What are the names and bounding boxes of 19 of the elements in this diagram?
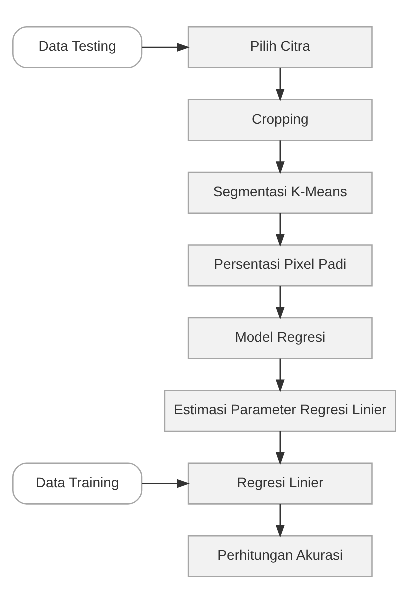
arrow [276,213,285,248]
arrow [276,140,285,174]
node-box: Data Testing [12,26,143,69]
node-box: Estimasi Parameter Regresi Linier [164,390,396,432]
node-box: Data Training [12,462,143,505]
node-box: Persentasi Pixel Padi [188,244,373,287]
node-box: Perhitungan Akurasi [188,535,373,578]
node-box: Pilih Citra [188,26,373,69]
node-box: Cropping [188,99,373,142]
node-box: Regresi Linier [188,462,373,505]
arrow [142,43,190,52]
arrow [276,432,285,466]
arrow [276,504,285,538]
arrow [276,286,285,320]
node-box: Model Regresi [188,317,373,360]
arrow [276,358,285,393]
node-box: Segmentasi K-Means [188,172,373,214]
arrow [276,68,285,102]
arrow [142,479,190,488]
